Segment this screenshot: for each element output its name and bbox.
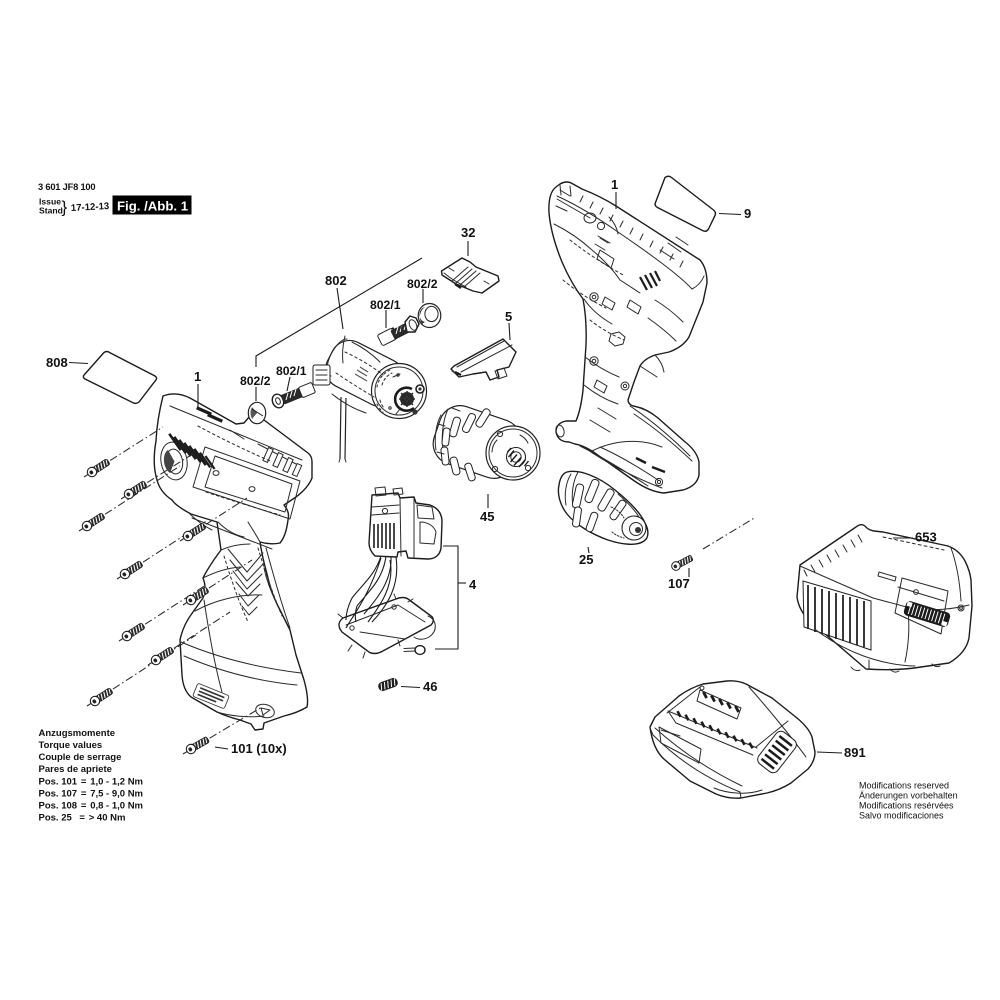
svg-text:1: 1 <box>194 369 201 384</box>
svg-text:Anzugsmomente: Anzugsmomente <box>39 728 116 739</box>
svg-text:Couple de serrage: Couple de serrage <box>39 752 122 763</box>
svg-text:25: 25 <box>579 552 593 567</box>
svg-text:Issue: Issue <box>39 197 61 207</box>
svg-text:45: 45 <box>480 509 494 524</box>
svg-text:Pos. 107 = 7,5 - 9,0 Nm: Pos. 107 = 7,5 - 9,0 Nm <box>39 789 144 800</box>
svg-text:Salvo modificaciones: Salvo modificaciones <box>859 811 944 821</box>
svg-text:808: 808 <box>46 355 68 370</box>
svg-text:4: 4 <box>469 577 477 592</box>
svg-text:802/2: 802/2 <box>407 277 438 291</box>
svg-text:Pos. 25 = > 40 Nm: Pos. 25 = > 40 Nm <box>39 813 126 824</box>
svg-text:}: } <box>62 198 68 217</box>
svg-text:891: 891 <box>844 745 866 760</box>
svg-text:Änderungen vorbehalten: Änderungen vorbehalten <box>859 791 958 801</box>
svg-text:17-12-13: 17-12-13 <box>71 201 110 214</box>
svg-text:Fig. /Abb. 1: Fig. /Abb. 1 <box>117 199 188 214</box>
svg-text:802/1: 802/1 <box>370 298 401 312</box>
svg-text:Torque values: Torque values <box>39 740 103 751</box>
svg-text:Pos. 101 = 1,0 - 1,2 Nm: Pos. 101 = 1,0 - 1,2 Nm <box>39 777 144 788</box>
svg-text:46: 46 <box>423 679 437 694</box>
svg-text:5: 5 <box>505 309 512 324</box>
svg-text:802/1: 802/1 <box>276 364 307 378</box>
svg-text:107: 107 <box>668 576 690 591</box>
svg-text:Pos. 108 = 0,8 - 1,0 Nm: Pos. 108 = 0,8 - 1,0 Nm <box>39 801 144 812</box>
svg-text:32: 32 <box>461 225 475 240</box>
svg-text:Stand: Stand <box>39 206 63 216</box>
svg-text:101 (10x): 101 (10x) <box>231 741 287 756</box>
svg-text:802/2: 802/2 <box>240 374 271 388</box>
svg-text:1: 1 <box>611 177 618 192</box>
svg-text:653: 653 <box>915 530 937 545</box>
svg-text:Modifications resérvées: Modifications resérvées <box>859 801 954 811</box>
svg-text:Pares de apriete: Pares de apriete <box>39 764 112 775</box>
svg-text:9: 9 <box>744 206 751 221</box>
svg-text:3 601 JF8 100: 3 601 JF8 100 <box>38 182 95 192</box>
svg-text:802: 802 <box>325 273 347 288</box>
svg-text:Modifications reserved: Modifications reserved <box>859 781 949 791</box>
